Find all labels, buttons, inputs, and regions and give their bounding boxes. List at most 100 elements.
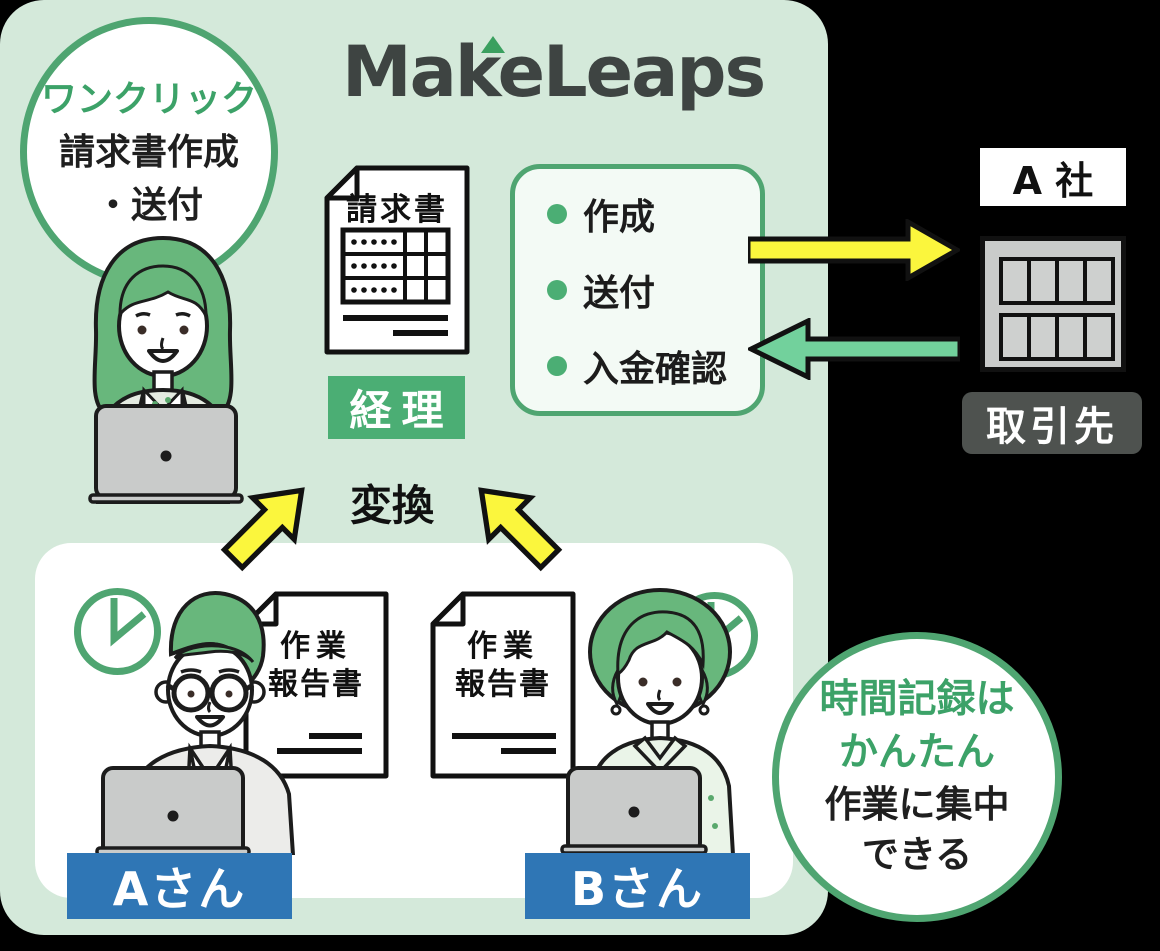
mint-arrow-shape bbox=[748, 318, 960, 380]
fringe bbox=[173, 644, 255, 664]
building-windows-row1 bbox=[999, 257, 1115, 305]
report-title-line2: 報告書 bbox=[455, 667, 551, 702]
window bbox=[1083, 317, 1111, 357]
laptop-base bbox=[560, 844, 708, 855]
clock-face bbox=[74, 588, 161, 675]
laptop-logo-dot bbox=[167, 810, 179, 822]
time-bubble-line1: 時間記録は bbox=[819, 677, 1015, 722]
invoice-table-dots bbox=[351, 239, 397, 293]
client-badge-label: 取引先 bbox=[986, 404, 1118, 450]
worker-a-badge: Aさん bbox=[67, 853, 292, 919]
time-bubble-line3: 作業に集中 bbox=[824, 782, 1010, 826]
mouth bbox=[646, 702, 674, 715]
bangs bbox=[616, 610, 705, 677]
report-line-short bbox=[501, 748, 556, 754]
eye-right bbox=[672, 677, 682, 687]
nose bbox=[207, 701, 212, 714]
laptop-logo-dot bbox=[628, 806, 640, 818]
laptop-base bbox=[88, 493, 244, 504]
building-windows-row2 bbox=[999, 313, 1115, 361]
work-report-doc-b: 作業 報告書 bbox=[430, 591, 576, 779]
invoice-document-icon: 請求書 bbox=[324, 165, 470, 355]
nose bbox=[160, 337, 165, 351]
glasses-left bbox=[171, 673, 211, 713]
laptop-logo-dot bbox=[160, 450, 172, 462]
clock-icon-a bbox=[74, 588, 161, 675]
nose bbox=[657, 689, 662, 702]
payment-arrow-left-icon bbox=[748, 318, 960, 380]
window bbox=[1027, 261, 1055, 301]
invoice-line-short bbox=[393, 330, 448, 336]
bangs bbox=[118, 264, 208, 318]
process-label-payment: 入金確認 bbox=[583, 349, 728, 390]
eye-right bbox=[225, 690, 233, 698]
bullet-dot-icon bbox=[547, 280, 567, 300]
earring-right bbox=[698, 704, 710, 716]
bullet-dot-icon bbox=[547, 356, 567, 376]
oneclick-line3: ・送付 bbox=[94, 184, 203, 226]
window bbox=[1003, 261, 1027, 301]
process-item-create: 作成 bbox=[547, 188, 760, 240]
window bbox=[1055, 317, 1083, 357]
oneclick-line2: 請求書作成 bbox=[58, 131, 239, 173]
yellow-diagonal-arrow bbox=[478, 487, 563, 572]
time-tracking-bubble: 時間記録は かんたん 作業に集中 できる bbox=[772, 632, 1062, 922]
invoice-fold bbox=[324, 165, 360, 201]
report-title-line2: 報告書 bbox=[268, 667, 364, 702]
window bbox=[1055, 261, 1083, 301]
report-title-line1: 作業 bbox=[280, 629, 352, 664]
mouth bbox=[195, 715, 225, 728]
glasses-bridge bbox=[165, 682, 255, 693]
bullet-dot-icon bbox=[547, 204, 567, 224]
glasses-right bbox=[209, 673, 249, 713]
keiri-badge: 経理 bbox=[328, 376, 465, 439]
invoice-table-grid bbox=[343, 230, 448, 302]
process-label-create: 作成 bbox=[583, 197, 656, 238]
logo-triangle-icon bbox=[481, 36, 505, 53]
clock-hands bbox=[110, 598, 147, 647]
report-line-long bbox=[452, 733, 556, 739]
process-label-send: 送付 bbox=[583, 273, 656, 314]
convert-label: 変換 bbox=[350, 481, 435, 530]
window bbox=[1027, 317, 1055, 357]
keiri-badge-label: 経理 bbox=[349, 386, 454, 435]
earring-left bbox=[610, 704, 622, 716]
report-line-long bbox=[277, 748, 362, 754]
yellow-diagonal-arrow bbox=[220, 487, 305, 572]
eye-left bbox=[638, 677, 648, 687]
eye-left bbox=[187, 690, 195, 698]
client-badge: 取引先 bbox=[962, 392, 1142, 454]
collar bbox=[632, 735, 688, 775]
worker-b-badge-label: Bさん bbox=[570, 862, 705, 916]
worker-a-illustration bbox=[95, 591, 296, 855]
work-report-doc-a: 作業 報告書 bbox=[243, 591, 389, 779]
process-box: 作成 送付 入金確認 bbox=[510, 164, 765, 416]
process-item-send: 送付 bbox=[547, 264, 760, 316]
send-arrow-right-icon bbox=[748, 219, 960, 281]
time-bubble-line2: かんたん bbox=[838, 729, 995, 775]
worker-a-badge-label: Aさん bbox=[112, 862, 247, 916]
oneclick-bubble: ワンクリック 請求書作成 ・送付 bbox=[20, 17, 278, 287]
eye-right bbox=[179, 325, 189, 335]
invoice-title: 請求書 bbox=[346, 192, 448, 228]
report-fold bbox=[430, 591, 466, 627]
company-a-label: A 社 bbox=[1012, 158, 1094, 203]
mouth bbox=[147, 349, 179, 363]
yellow-arrow-shape bbox=[748, 219, 960, 281]
accountant-woman-illustration bbox=[88, 235, 244, 504]
window bbox=[1003, 317, 1027, 357]
report-title-line1: 作業 bbox=[467, 629, 539, 664]
invoice-table bbox=[340, 227, 451, 305]
process-item-payment: 入金確認 bbox=[547, 340, 760, 392]
window bbox=[1083, 261, 1111, 301]
convert-arrow-right-icon bbox=[478, 487, 563, 572]
brow-right bbox=[218, 668, 240, 674]
oneclick-highlight: ワンクリック bbox=[40, 78, 257, 120]
brow-left bbox=[135, 311, 151, 318]
brow-left bbox=[180, 668, 202, 674]
eye-left bbox=[137, 325, 147, 335]
makeleaps-logo: MakeLeaps bbox=[342, 34, 766, 114]
company-a-box: A 社 bbox=[980, 148, 1126, 206]
convert-arrow-left-icon bbox=[220, 487, 305, 572]
